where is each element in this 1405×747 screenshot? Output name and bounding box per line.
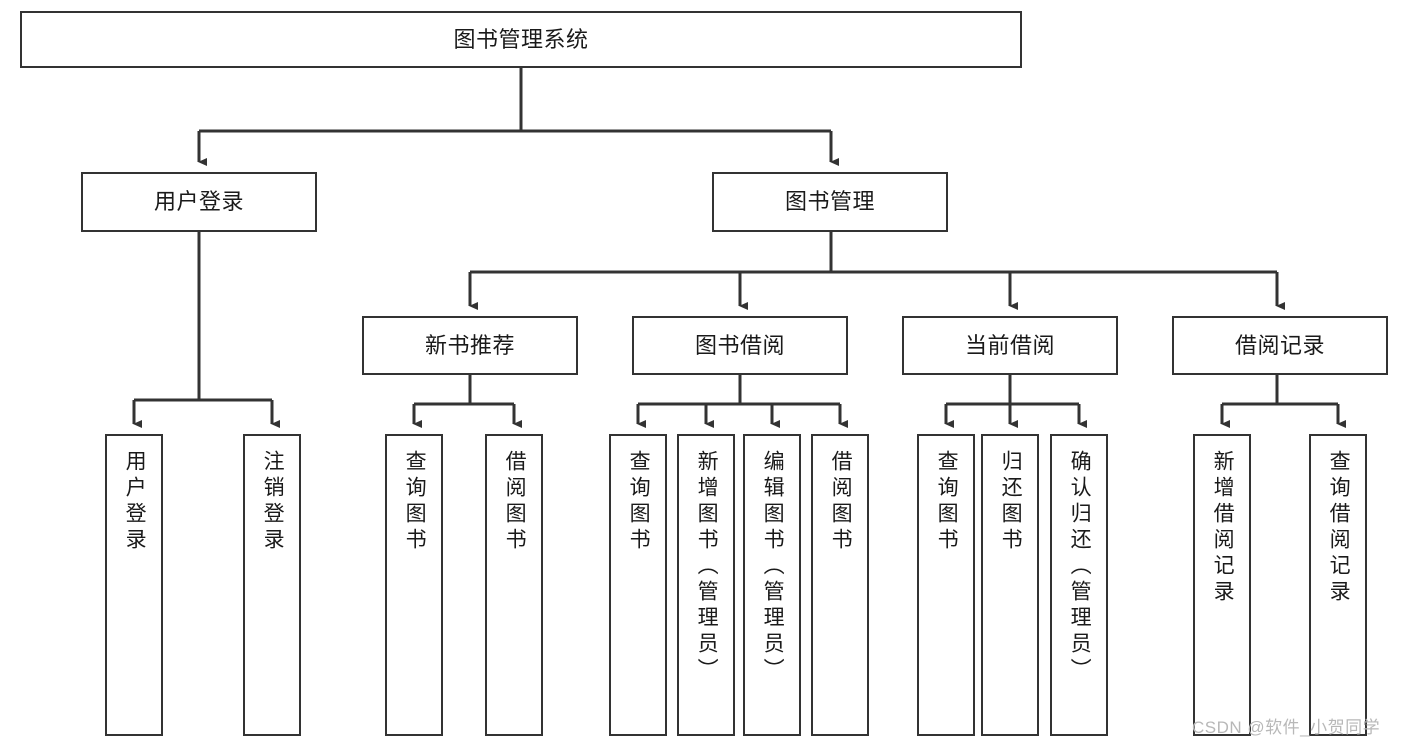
leaf-current-confirm-return-label: 确认归还（管理员） [1068,450,1092,684]
node-new-book-recommend[interactable]: 新书推荐 [362,316,578,375]
node-new-book-recommend-label: 新书推荐 [424,332,515,358]
leaf-current-return-book[interactable]: 归还图书 [981,434,1039,736]
node-current-borrow-label: 当前借阅 [964,332,1055,358]
leaf-current-confirm-return[interactable]: 确认归还（管理员） [1050,434,1108,736]
leaf-record-query-record[interactable]: 查询借阅记录 [1309,434,1367,736]
node-current-borrow[interactable]: 当前借阅 [902,316,1118,375]
node-borrow-record[interactable]: 借阅记录 [1172,316,1388,375]
leaf-borrow-add-book-label: 新增图书（管理员） [695,450,719,684]
leaf-recommend-query-book-label: 查询图书 [403,450,427,554]
node-book-borrow-label: 图书借阅 [694,332,785,358]
csdn-watermark: CSDN @软件_小贺同学 [1192,718,1381,737]
leaf-borrow-edit-book[interactable]: 编辑图书（管理员） [743,434,801,736]
leaf-borrow-edit-book-label: 编辑图书（管理员） [761,450,785,684]
leaf-record-add-record[interactable]: 新增借阅记录 [1193,434,1251,736]
leaf-borrow-query-book-label: 查询图书 [627,450,651,554]
leaf-record-add-record-label: 新增借阅记录 [1211,450,1235,606]
leaf-user-login-logout[interactable]: 注销登录 [243,434,301,736]
node-book-management-label: 图书管理 [784,189,875,215]
node-user-login-label: 用户登录 [153,189,244,215]
leaf-user-login-login-label: 用户登录 [123,450,147,554]
node-root-system-label: 图书管理系统 [453,26,589,52]
node-book-borrow[interactable]: 图书借阅 [632,316,848,375]
leaf-current-query-book-label: 查询图书 [935,450,959,554]
leaf-user-login-logout-label: 注销登录 [261,450,285,554]
node-book-management[interactable]: 图书管理 [712,172,948,232]
leaf-recommend-query-book[interactable]: 查询图书 [385,434,443,736]
node-borrow-record-label: 借阅记录 [1234,332,1325,358]
leaf-user-login-login[interactable]: 用户登录 [105,434,163,736]
leaf-record-query-record-label: 查询借阅记录 [1327,450,1351,606]
node-root-system[interactable]: 图书管理系统 [20,11,1022,68]
node-user-login[interactable]: 用户登录 [81,172,317,232]
leaf-borrow-borrow-book-label: 借阅图书 [829,450,853,554]
leaf-borrow-add-book[interactable]: 新增图书（管理员） [677,434,735,736]
leaf-recommend-borrow-book[interactable]: 借阅图书 [485,434,543,736]
leaf-borrow-borrow-book[interactable]: 借阅图书 [811,434,869,736]
leaf-borrow-query-book[interactable]: 查询图书 [609,434,667,736]
leaf-current-query-book[interactable]: 查询图书 [917,434,975,736]
leaf-current-return-book-label: 归还图书 [999,450,1023,554]
leaf-recommend-borrow-book-label: 借阅图书 [503,450,527,554]
